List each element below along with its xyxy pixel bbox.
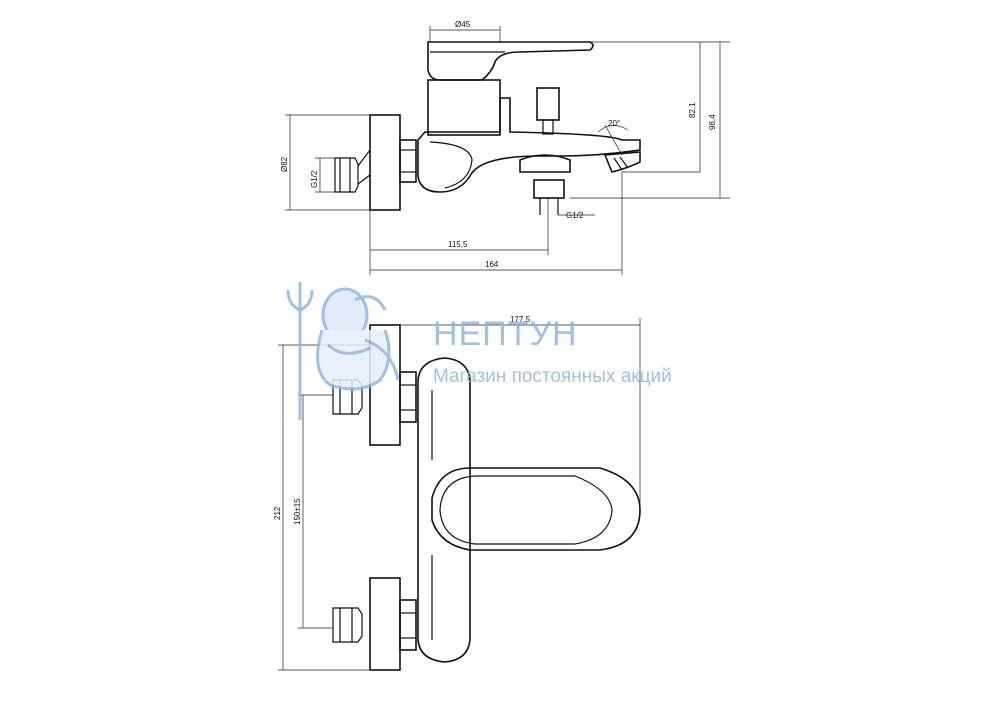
- dim-spout-diameter: Ø45: [455, 20, 471, 29]
- dim-inlet-thread: G1/2: [310, 170, 319, 188]
- shower-outlet-top: [519, 154, 571, 173]
- dim-flange-diameter: Ø82: [280, 156, 289, 172]
- inlet-fitting: [334, 157, 359, 193]
- watermark-tagline: Магазин постоянных акций: [433, 366, 672, 387]
- upper-hex-nut: [399, 371, 417, 423]
- watermark: НЕПТУН Магазин постоянных акций: [286, 282, 672, 420]
- dim-center-distance: 150±15: [293, 498, 302, 525]
- lower-inlet: [332, 607, 363, 643]
- front-view: 177,5 212 150±15: [273, 315, 641, 671]
- shower-outlet-nut: [533, 179, 565, 199]
- dim-height-82: 82,1: [688, 102, 697, 118]
- front-lever: [431, 467, 641, 551]
- dim-width-177: 177,5: [510, 315, 531, 324]
- lower-hex-nut: [399, 599, 417, 651]
- lever-handle: [427, 41, 594, 81]
- hex-nut: [399, 139, 417, 183]
- front-body: [417, 357, 471, 663]
- dim-outlet-thread: G1/2: [566, 211, 584, 220]
- dim-length-164: 164: [485, 260, 499, 269]
- dim-height-98: 98,4: [708, 114, 717, 130]
- dim-angle: 20°: [608, 119, 620, 128]
- wall-flange: [369, 114, 401, 211]
- cartridge-housing: [427, 79, 501, 136]
- dim-height-212: 212: [273, 506, 282, 520]
- dim-length-115: 115,5: [448, 240, 468, 249]
- side-view: Ø45 82,1 98,4 20° Ø82 G1/2 G1/2 115,5 16…: [280, 20, 730, 275]
- neptune-trident-logo: [286, 282, 400, 420]
- lower-wall-flange: [369, 577, 401, 671]
- spout-outlet: [603, 151, 641, 173]
- diverter-knob: [536, 87, 560, 121]
- watermark-brand: НЕПТУН: [433, 315, 578, 353]
